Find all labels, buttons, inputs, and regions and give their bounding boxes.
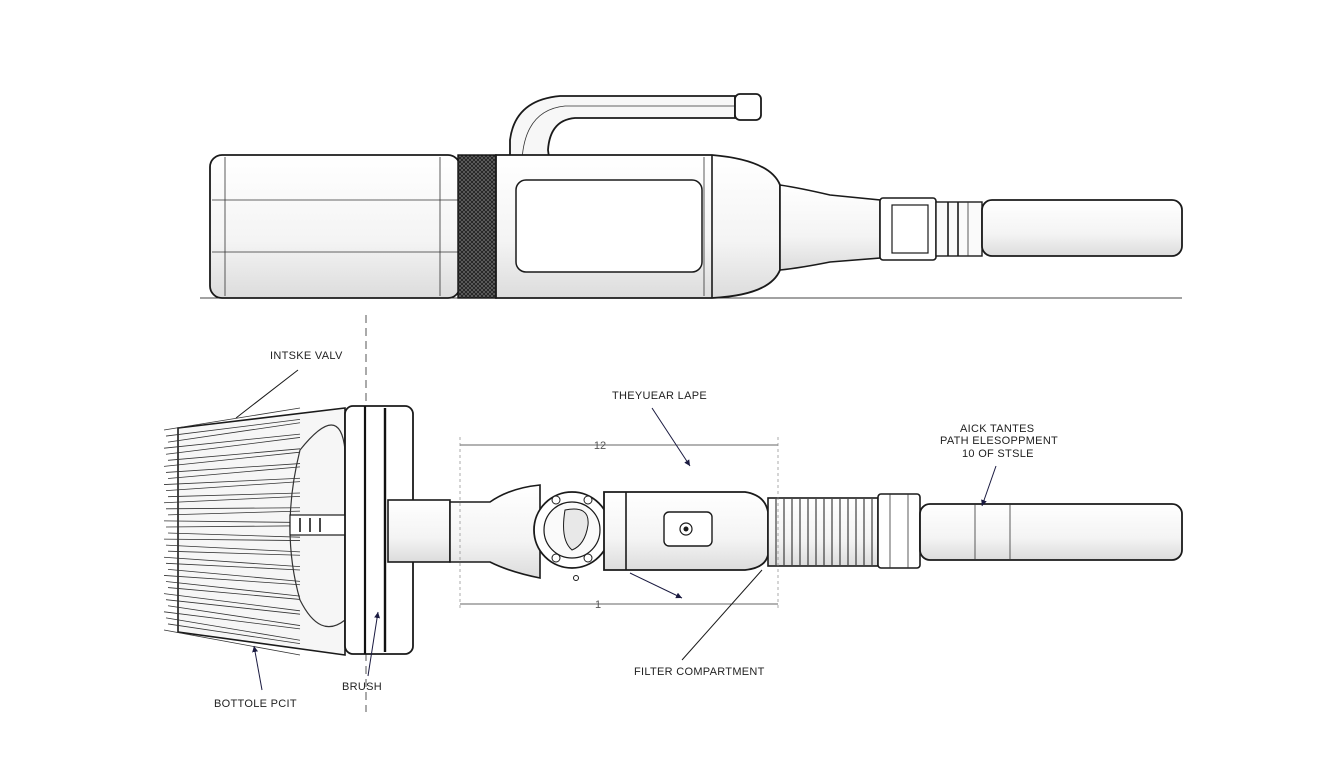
canister-body (209, 154, 461, 299)
hub-neck (449, 484, 541, 579)
valve-hub (533, 491, 611, 581)
main-housing (495, 154, 781, 299)
label-right-line2: PATH ELESOPPMENT (940, 435, 1058, 447)
callout-right: AICK TANTES PATH ELESOPPMENT 10 OF STSLE (940, 423, 1058, 507)
label-brush: BRUSH (342, 681, 382, 693)
label-top-callout: THEYUEAR LAPE (612, 390, 707, 402)
inlet-shaft (387, 499, 451, 563)
coupling (879, 197, 983, 261)
ribbed-hose (767, 497, 879, 567)
dimension-upper-value: 12 (594, 440, 606, 452)
lower-extension-tube (919, 503, 1183, 561)
upper-assembly (200, 93, 1183, 299)
lower-assembly (163, 315, 1183, 712)
dimension-upper: 12 (459, 437, 779, 610)
handle-tube (509, 93, 762, 166)
hose-collar (877, 493, 921, 569)
callout-top: THEYUEAR LAPE (612, 390, 707, 467)
label-bottle-port: BOTTOLE PCIT (214, 698, 297, 710)
filter-compartment-body (603, 491, 769, 571)
dimension-lower-value: 1 (595, 599, 601, 611)
nozzle-taper (779, 184, 881, 271)
label-filter-compartment: FILTER COMPARTMENT (634, 666, 765, 678)
dimension-lower: 1 (460, 599, 778, 611)
callout-intake-valve: INTSKE VALV (235, 350, 343, 419)
grip-band (457, 154, 497, 299)
label-intake-valve: INTSKE VALV (270, 350, 343, 362)
extension-tube (981, 199, 1183, 257)
label-right-line1: AICK TANTES (960, 423, 1034, 435)
callout-brush: BRUSH (342, 611, 382, 693)
callout-bottle-port: BOTTOLE PCIT (214, 645, 297, 710)
label-right-line3: 10 OF STSLE (962, 448, 1034, 460)
brush-head (163, 407, 351, 656)
callout-filter: FILTER COMPARTMENT (629, 569, 765, 678)
